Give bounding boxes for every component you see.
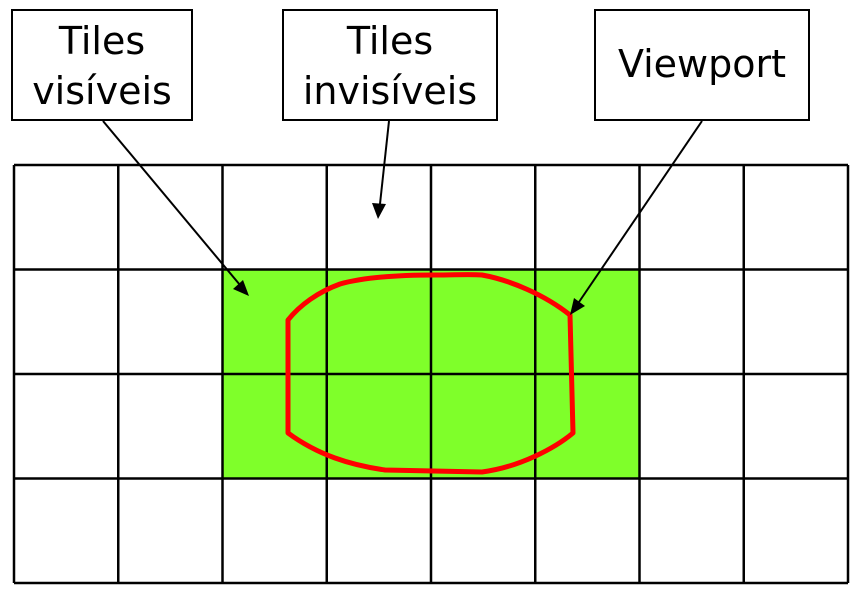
invisible-tile <box>431 165 536 270</box>
label-invisible-tiles-line2: invisíveis <box>303 69 477 113</box>
invisible-tile <box>743 269 848 374</box>
label-visible-tiles: Tiles visíveis <box>11 9 193 121</box>
tile-grid <box>12 163 850 585</box>
invisible-tile <box>118 269 223 374</box>
arrow-visible-tiles <box>102 120 249 296</box>
invisible-tile <box>639 165 744 270</box>
invisible-tile <box>14 165 119 270</box>
invisible-tile <box>14 374 119 479</box>
invisible-tile <box>743 374 848 479</box>
visible-tile <box>535 269 640 374</box>
label-invisible-tiles-line1: Tiles <box>346 19 433 63</box>
invisible-tile <box>639 374 744 479</box>
label-viewport-line1: Viewport <box>618 42 786 86</box>
invisible-tile <box>639 478 744 583</box>
label-box-viewport <box>594 9 810 121</box>
invisible-tile <box>222 478 327 583</box>
invisible-tile <box>118 478 223 583</box>
label-visible-tiles-line2: visíveis <box>32 69 172 113</box>
invisible-tile <box>743 165 848 270</box>
invisible-tile <box>118 165 223 270</box>
label-visible-tiles-line1: Tiles <box>58 19 145 63</box>
invisible-tile <box>535 165 640 270</box>
invisible-tile <box>535 478 640 583</box>
invisible-tile <box>118 374 223 479</box>
visible-tile <box>222 374 327 479</box>
invisible-tile <box>326 478 431 583</box>
invisible-tile <box>431 478 536 583</box>
viewport-outline <box>285 272 576 475</box>
label-viewport: Viewport <box>594 9 810 121</box>
invisible-tile <box>14 478 119 583</box>
label-box-visible-tiles <box>11 9 193 121</box>
arrow-viewport <box>570 120 703 315</box>
tiles-layer <box>14 165 848 583</box>
invisible-tile <box>14 269 119 374</box>
grid-lines <box>12 163 850 585</box>
visible-tile <box>535 374 640 479</box>
visible-tile <box>326 269 431 374</box>
invisible-tile <box>743 478 848 583</box>
label-box-invisible-tiles <box>282 9 498 121</box>
label-invisible-tiles: Tiles invisíveis <box>282 9 498 121</box>
arrow-invisible-tiles <box>372 120 390 219</box>
invisible-tile <box>222 165 327 270</box>
invisible-tile <box>639 269 744 374</box>
